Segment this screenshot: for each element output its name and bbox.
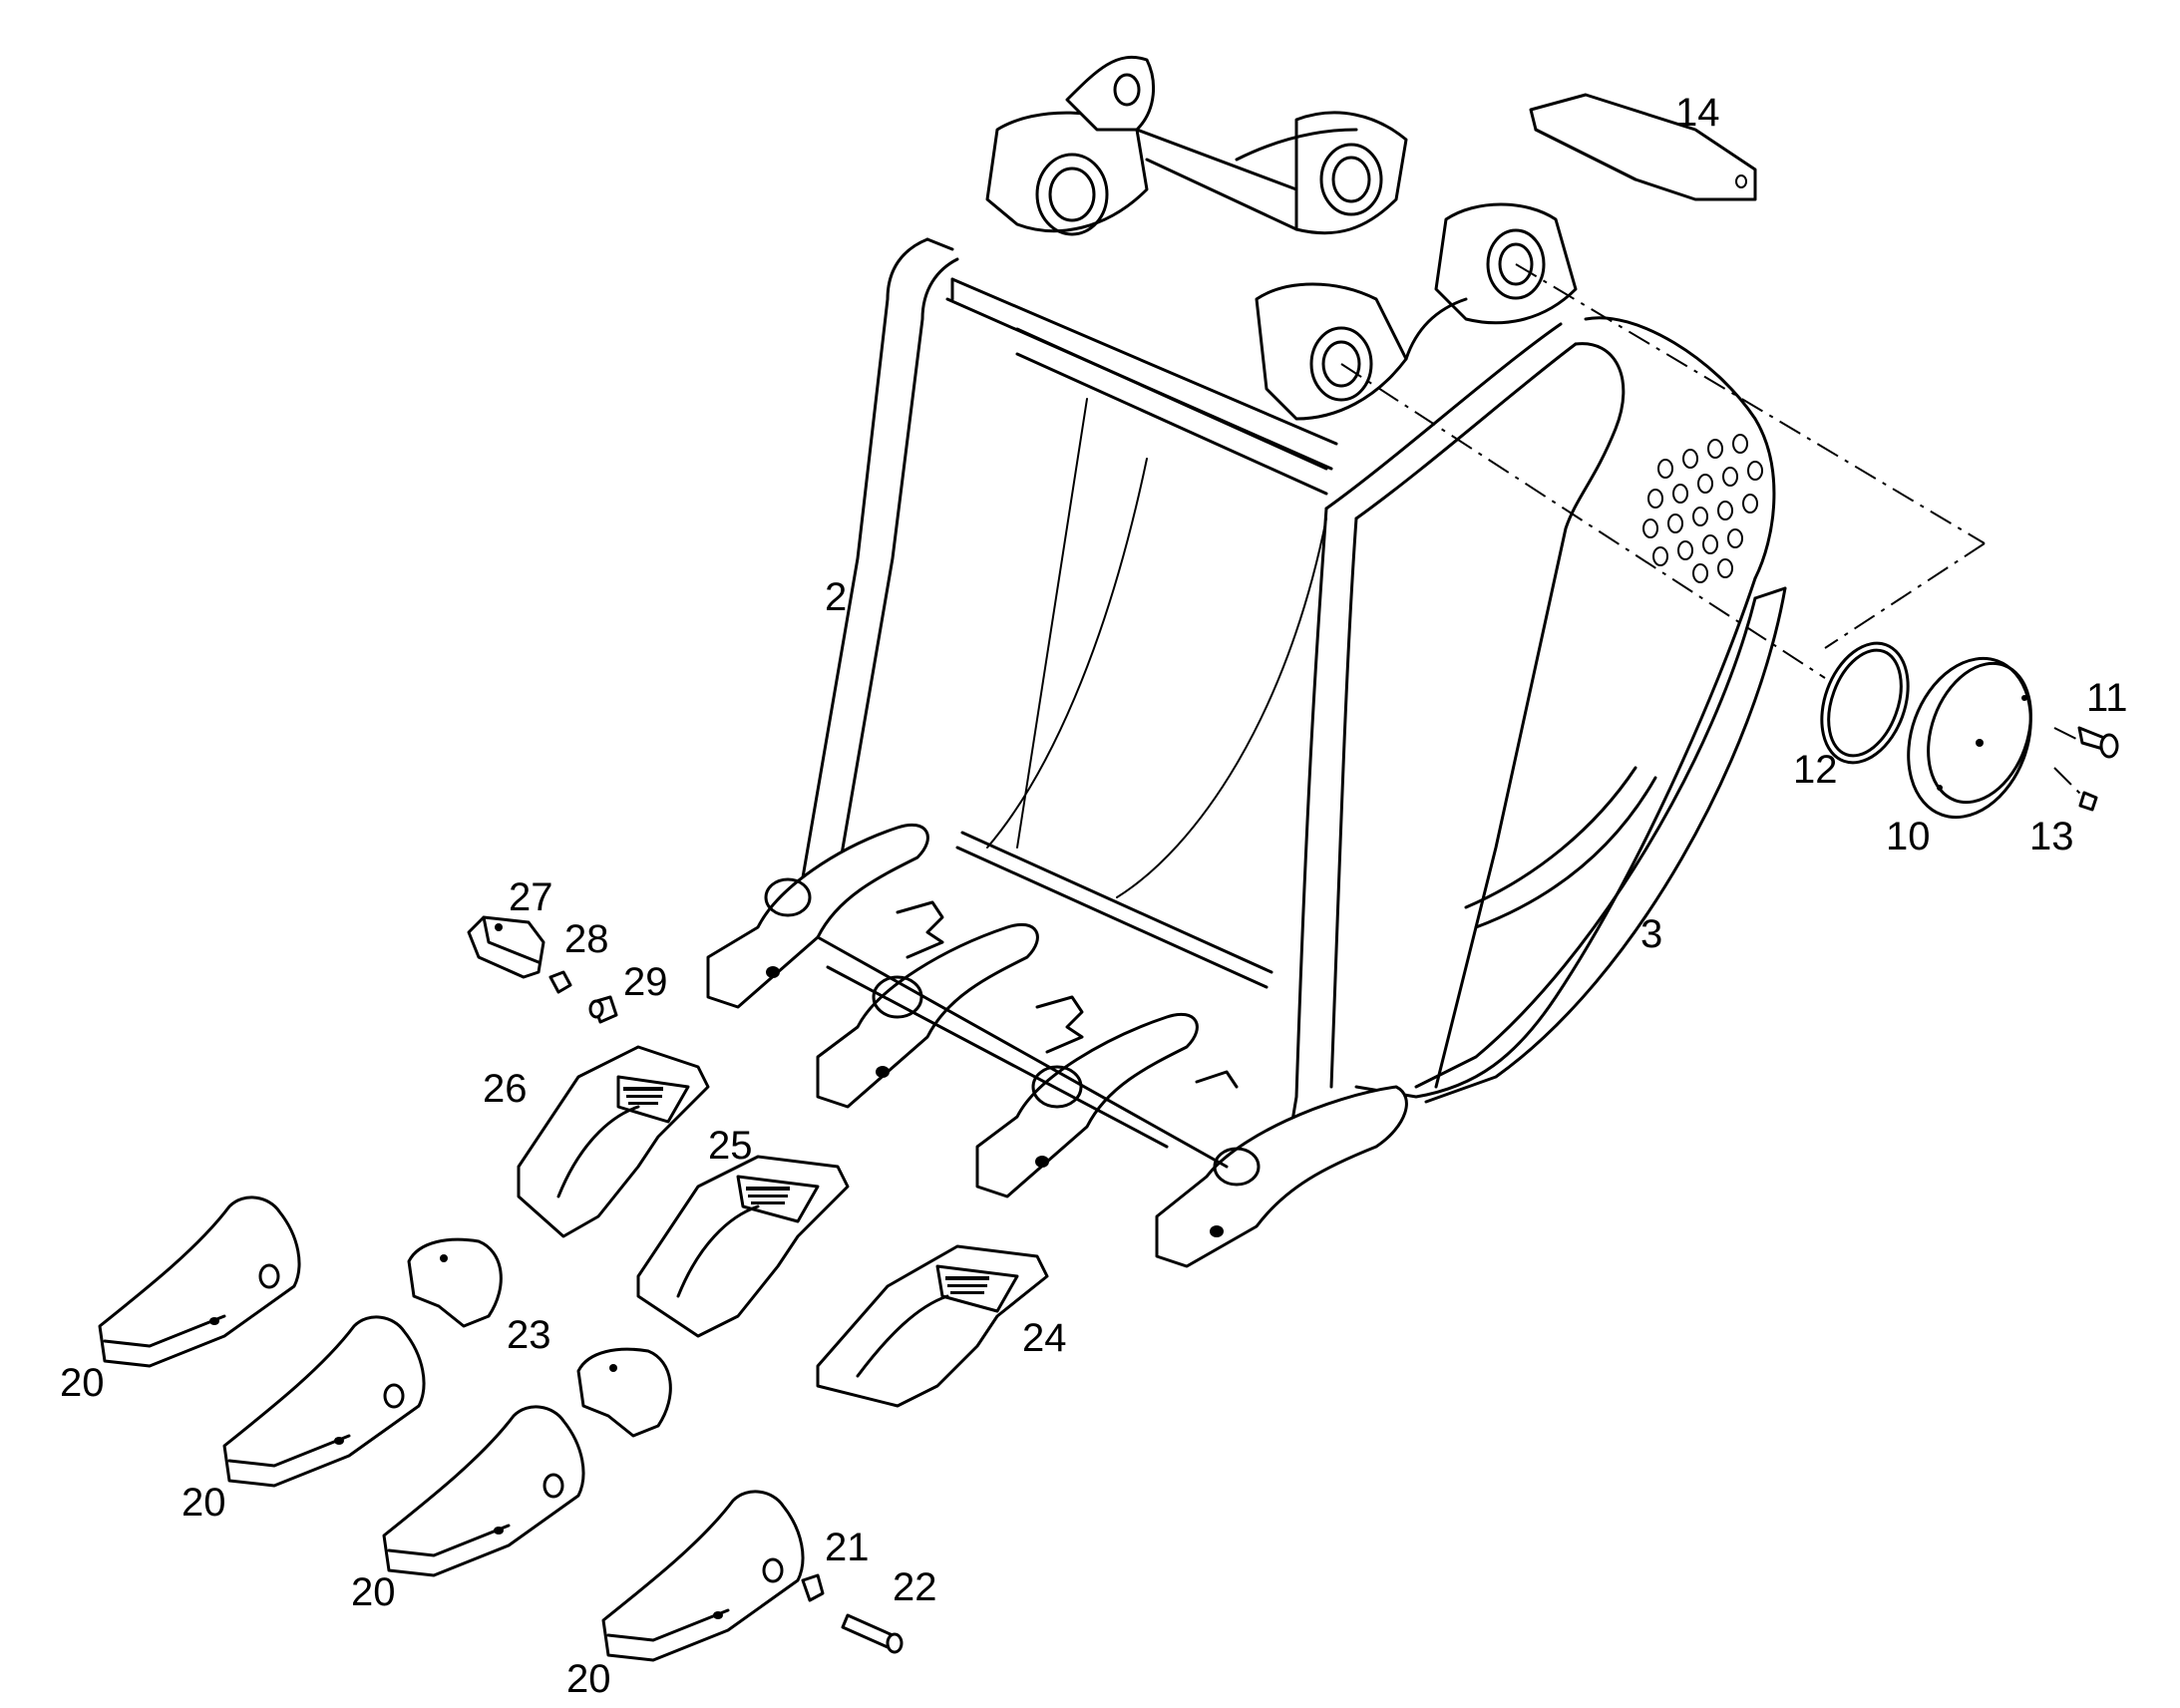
callout-26: 26: [483, 1067, 528, 1111]
part-20-tooth-a: [98, 1196, 301, 1368]
part-23-cap-b: [576, 1347, 672, 1438]
callout-10: 10: [1886, 815, 1931, 858]
part-22-pin: [841, 1613, 904, 1654]
callout-21: 21: [825, 1526, 870, 1569]
callout-24: 24: [1022, 1316, 1067, 1360]
callout-2: 2: [825, 575, 847, 619]
top-linkage: [985, 55, 1578, 421]
callout-29: 29: [623, 960, 668, 1004]
part-26-shroud: [517, 1045, 710, 1238]
part-23-cap-a: [407, 1237, 503, 1328]
part-11-bolt: [2077, 726, 2119, 759]
callout-20d: 20: [566, 1657, 611, 1701]
assembly-lines: [1340, 263, 2085, 799]
part-28-spring: [548, 970, 572, 994]
part-13-grease-nipple: [2078, 791, 2098, 812]
callout-11: 11: [2086, 676, 2128, 720]
part-25-shroud: [636, 1155, 850, 1338]
part-27-clamp: [467, 915, 545, 979]
callout-25: 25: [708, 1124, 753, 1168]
part-14-cover-plate: [1529, 93, 1757, 201]
part-20-tooth-b: [222, 1315, 426, 1488]
part-21-lock: [801, 1573, 825, 1602]
callout-20b: 20: [182, 1481, 226, 1525]
callout-20a: 20: [60, 1361, 105, 1405]
callout-27: 27: [509, 875, 553, 919]
callout-12: 12: [1793, 748, 1838, 792]
perforation-holes: [1642, 434, 1763, 583]
lip-adapters: [706, 823, 1408, 1268]
part-24-shroud: [816, 1244, 1049, 1408]
callout-14: 14: [1675, 91, 1720, 135]
part-20-tooth-c: [382, 1405, 585, 1577]
callout-23: 23: [507, 1313, 551, 1357]
bucket-body: [766, 237, 1787, 1189]
callout-20c: 20: [351, 1570, 396, 1614]
callout-13: 13: [2029, 815, 2074, 858]
callout-3: 3: [1640, 912, 1662, 956]
callout-labels: 2 3 10 11 12 13 14 20 20 20 20 21 22 23 …: [60, 91, 2128, 1701]
callout-22: 22: [893, 1565, 937, 1609]
part-12-o-ring: [1820, 641, 1910, 765]
part-29-bolt: [588, 995, 618, 1024]
part-10-end-cap: [1907, 656, 2032, 820]
part-20-tooth-d: [601, 1490, 805, 1662]
callout-28: 28: [564, 917, 609, 961]
